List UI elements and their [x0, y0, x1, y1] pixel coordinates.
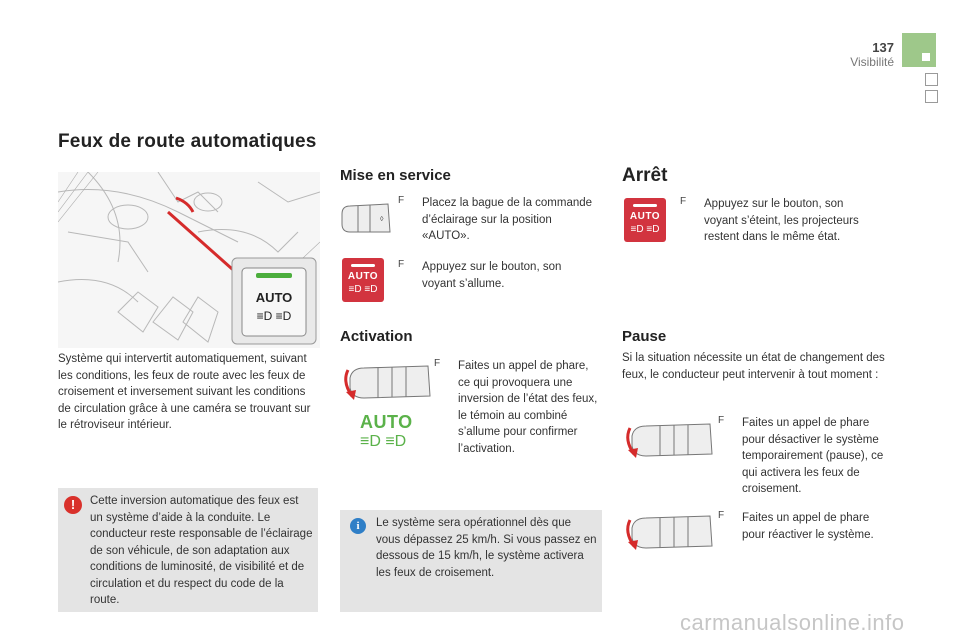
page-title: Feux de route automatiques: [58, 131, 317, 152]
auto-indicator-green-icon: AUTO ≡D ≡D: [360, 412, 413, 450]
bullet-icon: F: [680, 196, 687, 207]
bullet-icon: F: [718, 415, 725, 426]
info-text: Le système sera opérationnel dès que vou…: [376, 517, 597, 579]
section-title-activation: Activation: [340, 328, 413, 345]
warning-text: Cette inversion automatique des feux est…: [90, 495, 313, 606]
bullet-icon: F: [398, 259, 405, 270]
step-text: Appuyez sur le bouton, son voyant s’allu…: [422, 261, 562, 290]
section-title-arret: Arrêt: [622, 165, 668, 186]
pause-intro: Si la situation nécessite un état de cha…: [622, 352, 885, 381]
bullet-icon: F: [718, 510, 725, 521]
list-item: F Faites un appel de phare, ce qui provo…: [434, 358, 599, 457]
step-text: Placez la bague de la commande d’éclaira…: [422, 197, 593, 242]
lighting-stalk-icon: [626, 515, 713, 550]
list-item: F Faites un appel de phare pour réactive…: [718, 510, 888, 543]
step-text: Faites un appel de phare, ce qui provoqu…: [458, 360, 598, 455]
auto-button-symbol: ≡D ≡D: [257, 309, 292, 323]
bullet-icon: F: [398, 195, 405, 206]
intro-text: Système qui intervertit automatiquement,…: [58, 353, 311, 431]
chapter-tab: [902, 33, 936, 67]
step-text: Appuyez sur le bouton, son voyant s’étei…: [704, 198, 859, 243]
list-item: F Appuyez sur le bouton, son voyant s’al…: [398, 259, 598, 292]
square-icon: [922, 53, 930, 61]
warning-icon: !: [64, 496, 82, 514]
lighting-stalk-icon: [344, 365, 431, 400]
bullet-icon: F: [434, 358, 441, 369]
svg-text:◊: ◊: [380, 216, 384, 223]
section-title-pause: Pause: [622, 328, 667, 345]
list-item: F Placez la bague de la commande d’éclai…: [398, 195, 598, 245]
warning-box: ! Cette inversion automatique des feux e…: [58, 488, 318, 612]
step-text: Faites un appel de phare pour désactiver…: [742, 417, 884, 495]
section-label: Visibilité: [850, 55, 894, 69]
info-icon: i: [350, 518, 366, 534]
auto-button-red-icon: AUTO ≡D ≡D: [624, 198, 666, 242]
square-outline-icon: [925, 90, 938, 103]
lighting-stalk-icon: ◊: [341, 203, 391, 233]
dashboard-illustration: AUTO ≡D ≡D: [58, 172, 320, 348]
list-item: F Appuyez sur le bouton, son voyant s’ét…: [680, 196, 880, 246]
auto-button-label: AUTO: [256, 290, 293, 305]
page-number: 137: [872, 40, 894, 55]
list-item: F Faites un appel de phare pour désactiv…: [718, 415, 888, 498]
watermark: carmanualsonline.info: [680, 610, 905, 635]
info-box: i Le système sera opérationnel dès que v…: [340, 510, 602, 612]
lighting-stalk-icon: [626, 423, 713, 458]
step-text: Faites un appel de phare pour réactiver …: [742, 512, 874, 541]
section-title-mise-en-service: Mise en service: [340, 167, 451, 184]
auto-button-red-icon: AUTO ≡D ≡D: [342, 258, 384, 302]
square-outline-icon: [925, 73, 938, 86]
